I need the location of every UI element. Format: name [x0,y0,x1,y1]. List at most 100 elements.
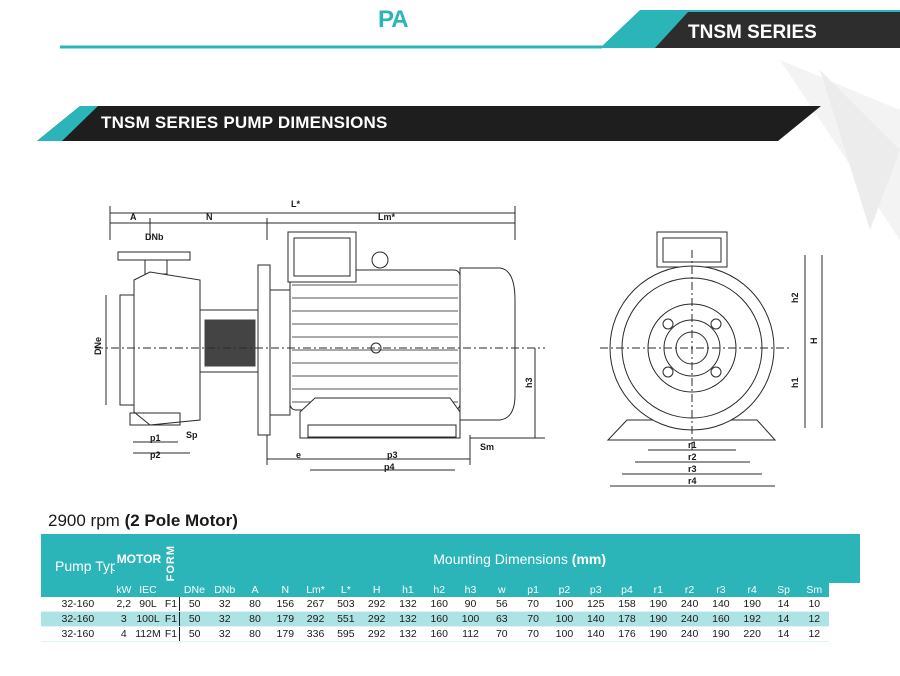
cell-value: 240 [673,626,706,642]
cell-value: 32 [209,626,240,642]
cell-iec: 90L [132,597,164,612]
col-Lm: Lm* [300,583,331,597]
col-p3: p3 [580,583,612,597]
dim-label-h1: h1 [790,377,800,388]
cell-value: 132 [392,611,424,627]
dim-label-N: N [206,212,213,222]
dimensions-table: Pump Types MOTOR FORM Mounting Dimension… [41,534,860,642]
dim-label-Lm: Lm* [378,212,396,222]
cell-value: 12 [799,626,830,642]
cell-value: 100 [548,597,581,612]
cell-value: 50 [179,611,210,627]
cell-value: 190 [705,626,737,642]
col-r3: r3 [705,583,737,597]
cell-value: 179 [270,611,301,627]
cell-value: 63 [486,611,518,627]
cell-value: 132 [392,626,424,642]
col-H: H [360,583,393,597]
cell-value: 292 [360,626,393,642]
cell-value: 80 [239,611,271,627]
col-DNb: DNb [209,583,240,597]
col-r2: r2 [673,583,706,597]
col-r1: r1 [642,583,674,597]
cell-value: 267 [300,597,331,612]
cell-value: 50 [179,626,210,642]
cell-pump-type: 32-160 [41,597,115,612]
dim-label-r3: r3 [688,464,697,474]
dim-label-DNe: DNe [93,337,103,355]
cell-value: 160 [423,626,455,642]
col-h3: h3 [454,583,487,597]
cell-value: 12 [799,611,830,627]
col-w: w [486,583,518,597]
col-A: A [239,583,271,597]
header-banner [655,12,900,48]
cell-value: 190 [642,597,674,612]
dim-label-H: H [809,338,819,345]
col-kW: kW [114,583,133,597]
header-pump-types: Pump Types [41,534,115,597]
cell-iec: 100L [132,611,164,627]
motor-pole-label: (2 Pole Motor) [124,511,238,530]
cell-form: F1 [163,611,180,627]
dim-label-p3: p3 [387,450,398,460]
cell-value: 178 [611,611,643,627]
cell-value: 140 [580,626,612,642]
cell-value: 140 [705,597,737,612]
dim-label-r4: r4 [688,476,697,486]
cell-value: 158 [611,597,643,612]
cell-value: 32 [209,597,240,612]
cell-value: 192 [736,611,768,627]
cell-value: 100 [548,611,581,627]
cell-form: F1 [163,597,180,612]
cell-value: 503 [330,597,361,612]
cell-value: 190 [642,611,674,627]
cell-value: 132 [392,597,424,612]
cell-iec: 112M [132,626,164,642]
header-form: FORM [163,534,180,597]
cell-value: 14 [767,611,800,627]
col-h2: h2 [423,583,455,597]
cell-value: 100 [548,626,581,642]
dim-label-A: A [130,212,137,222]
col-p4: p4 [611,583,643,597]
drawing-labels: L* A N Lm* DNb DNe p1 Sp p2 e p3 p4 Sm h… [93,199,819,486]
cell-form: F1 [163,626,180,642]
header-mounting: Mounting Dimensions (mm) [179,534,860,583]
cell-value: 90 [454,597,487,612]
cell-value: 80 [239,597,271,612]
col-Sp: Sp [767,583,800,597]
cell-value: 70 [486,626,518,642]
col-Sm: Sm [799,583,830,597]
header-mounting-label: Mounting Dimensions [433,550,568,567]
cell-value: 140 [580,611,612,627]
cell-value: 190 [642,626,674,642]
rpm-subtitle: 2900 rpm (2 Pole Motor) [48,511,238,531]
dim-label-p4: p4 [384,462,395,472]
cell-value: 125 [580,597,612,612]
cell-value: 595 [330,626,361,642]
cell-value: 240 [673,597,706,612]
cell-value: 336 [300,626,331,642]
cell-value: 292 [360,611,393,627]
cell-kw: 2,2 [114,597,133,612]
col-r4: r4 [736,583,768,597]
cell-value: 156 [270,597,301,612]
dim-label-Sp: Sp [186,430,198,440]
cell-value: 112 [454,626,487,642]
col-IEC: IEC [132,583,164,597]
dim-label-p2: p2 [150,450,161,460]
dim-label-Sm: Sm [480,442,494,452]
cell-value: 176 [611,626,643,642]
cell-value: 70 [517,611,549,627]
cell-value: 220 [736,626,768,642]
cell-value: 179 [270,626,301,642]
dim-label-h2: h2 [790,292,800,303]
cell-value: 14 [767,597,800,612]
cell-value: 56 [486,597,518,612]
cell-kw: 3 [114,611,133,627]
col-N: N [270,583,301,597]
